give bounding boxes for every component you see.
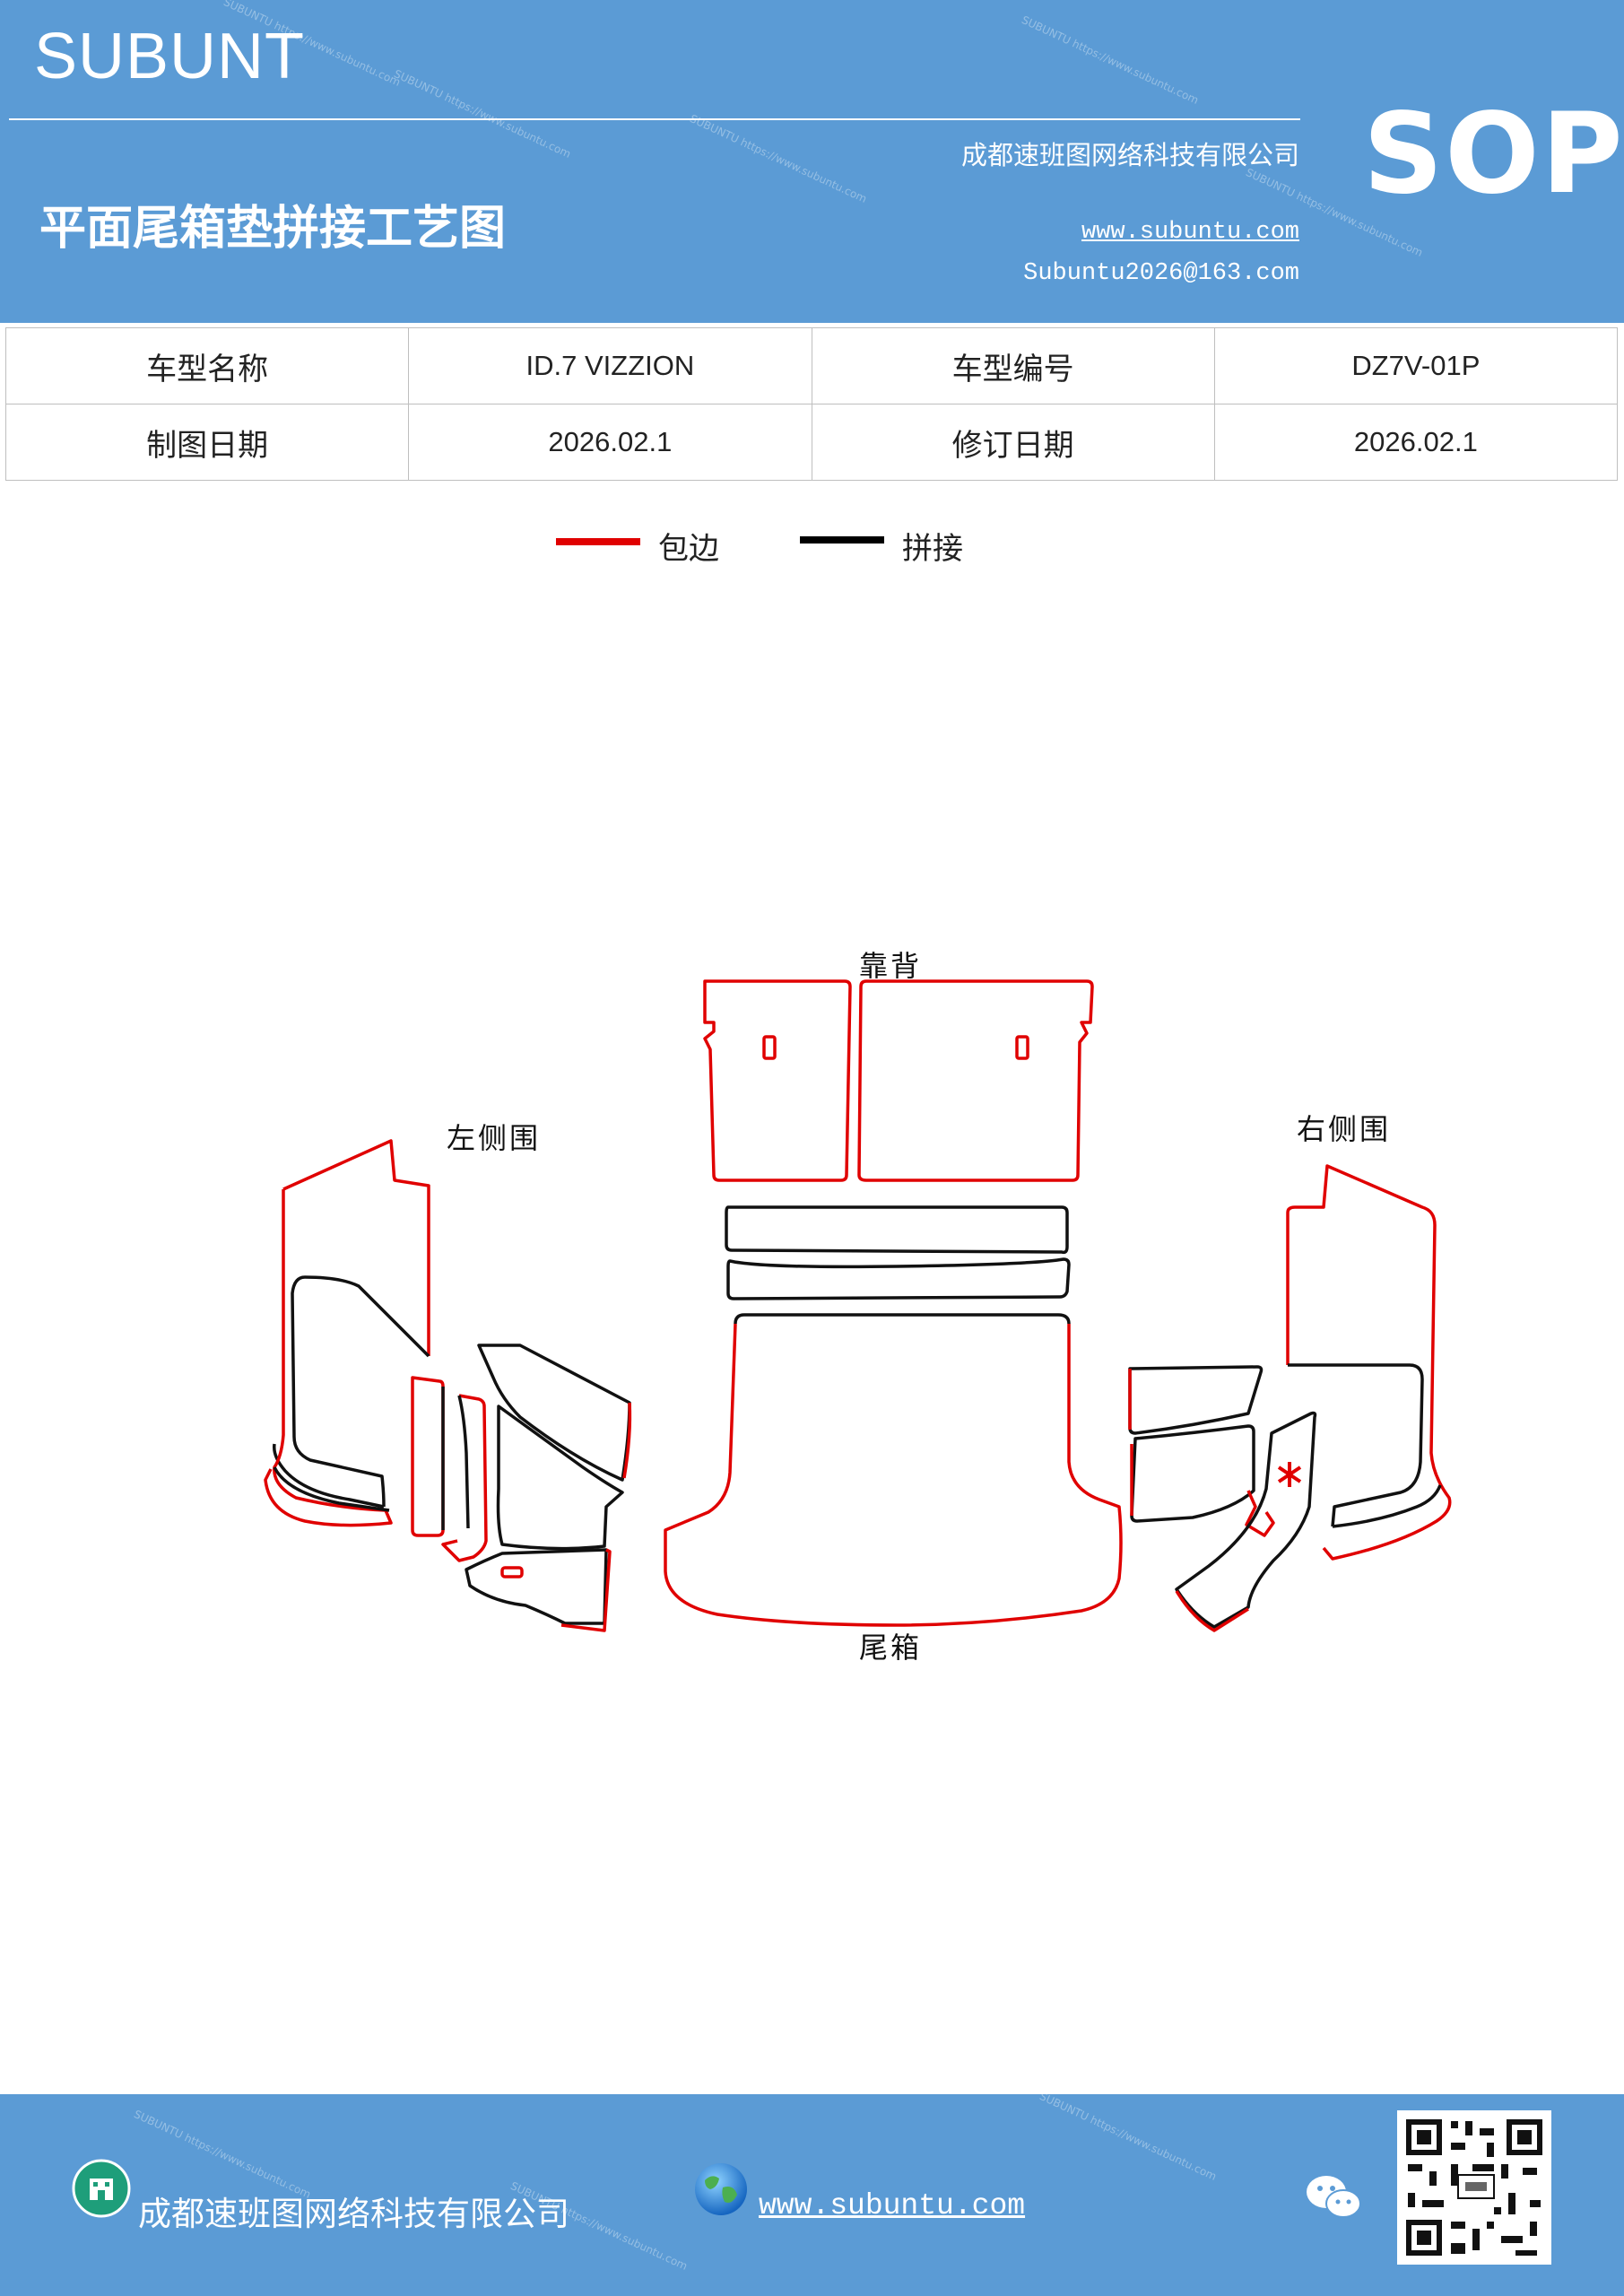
trunk-floor-panel [664,1313,1123,1627]
left-seam-upper [273,1443,385,1509]
left-seam-lower [273,1466,390,1512]
header-banner: SUBUNTU https://www.subuntu.com SUBUNTU … [0,0,1624,323]
backrest-left-slot [762,1035,777,1060]
left-inner-seam [291,1275,430,1508]
red-marker-icon [1277,1462,1302,1487]
left-lower-piece [465,1548,608,1625]
model-name-value: ID.7 VIZZION [408,327,812,404]
trunk-mat-diagram [264,979,1452,1632]
trunk-floor-edge [664,1323,1123,1627]
backrest-left-panel [703,979,852,1182]
right-diagonal-edge [1175,1590,1249,1632]
table-row: 车型名称 ID.7 VIZZION 车型编号 DZ7V-01P [4,327,1619,404]
page-title: 平面尾箱垫拼接工艺图 [39,202,507,256]
legend-seam-swatch [800,536,884,544]
trunk-floor-seam [734,1313,1071,1325]
legend-edge-swatch [556,538,640,545]
left-wing-edge [622,1402,632,1479]
brand-name: SUBUNT [34,21,306,92]
globe-icon [695,2163,747,2215]
email-address[interactable]: Subuntu2026@163.com [1023,260,1299,287]
backrest-label: 靠背 [859,949,923,983]
right-side-panels [1128,1164,1452,1632]
header-divider [9,118,1300,120]
left-narrow-piece-edge [441,1394,488,1562]
backrest-panels [703,979,1094,1182]
backrest-right-slot [1015,1035,1029,1060]
model-code-label: 车型编号 [811,327,1215,404]
revision-date-value: 2026.02.1 [1213,404,1619,481]
left-lower-slot [500,1566,524,1578]
footer-banner: SUBUNTU https://www.subuntu.com SUBUNTU … [0,2094,1624,2296]
right-tab-piece [1245,1490,1275,1537]
vehicle-info-table: 车型名称 ID.7 VIZZION 车型编号 DZ7V-01P 制图日期 202… [4,327,1619,481]
sop-badge: SOP [1363,90,1624,219]
watermark: SUBUNTU https://www.subuntu.com [1038,2094,1219,2183]
left-outer-edge [282,1139,430,1356]
draw-date-value: 2026.02.1 [408,404,812,481]
middle-strip-bottom [726,1257,1071,1300]
qr-code [1397,2110,1551,2265]
model-name-label: 车型名称 [4,327,410,404]
revision-date-label: 修订日期 [811,404,1215,481]
model-code-value: DZ7V-01P [1213,327,1619,404]
right-diagonal-piece [1175,1411,1317,1629]
right-seam-lower [1332,1484,1442,1528]
right-inner-seam [1288,1363,1424,1527]
table-row: 制图日期 2026.02.1 修订日期 2026.02.1 [4,404,1619,481]
draw-date-label: 制图日期 [4,404,410,481]
wechat-icon [1307,2176,1361,2218]
legend-seam-label: 拼接 [902,531,963,567]
company-name: 成都速班图网络科技有限公司 [960,140,1299,170]
right-top-left-piece [1128,1365,1264,1435]
right-side-label: 右侧围 [1297,1112,1392,1146]
left-side-label: 左侧围 [447,1121,542,1155]
right-mid-left-piece [1130,1424,1255,1523]
middle-strip-top [725,1205,1069,1255]
left-vertical-strip [411,1376,445,1537]
left-bottom-edge [264,1189,393,1527]
left-lower-piece-edge [560,1548,612,1632]
left-wing-piece [477,1344,631,1482]
website-link[interactable]: www.subuntu.com [1081,219,1299,246]
footer-website-link[interactable]: www.subuntu.com [759,2189,1026,2222]
left-middle-piece [496,1405,624,1551]
building-icon [72,2159,131,2218]
footer-company-name: 成都速班图网络科技有限公司 [138,2195,569,2233]
right-outer-edge [1286,1164,1452,1561]
backrest-right-panel [857,979,1094,1182]
left-side-panels [264,1139,632,1632]
left-narrow-piece-seam [457,1395,470,1529]
trunk-label: 尾箱 [859,1631,923,1665]
legend-edge-label: 包边 [658,531,719,567]
